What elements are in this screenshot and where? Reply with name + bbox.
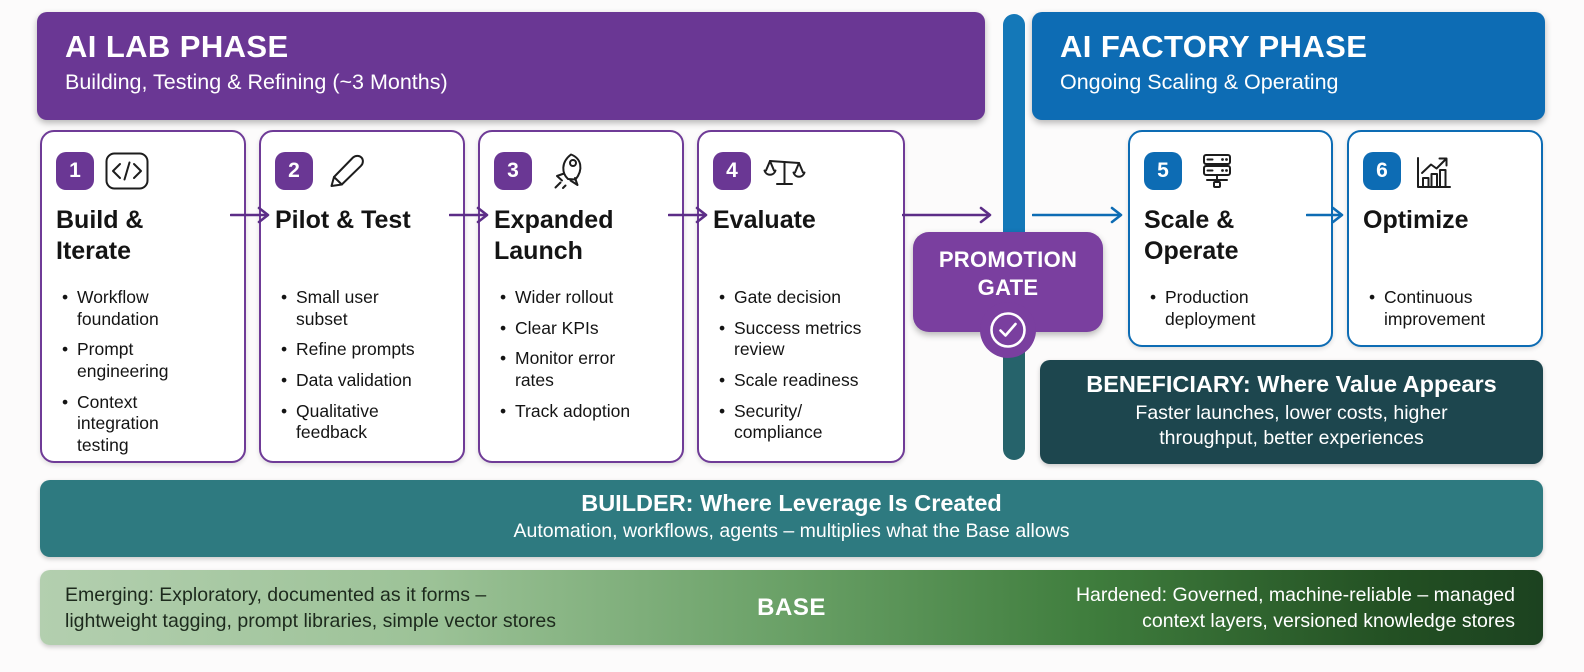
step-bullets: Wider rollout Clear KPIs Monitor error r… — [494, 287, 668, 422]
step-bullets: Small user subset Refine prompts Data va… — [275, 287, 449, 444]
beneficiary-panel: BENEFICIARY: Where Value Appears Faster … — [1040, 360, 1543, 464]
step-card-optimize: 6 Optimize Continuous improvement — [1347, 130, 1543, 347]
step-bullets: Gate decision Success metrics review Sca… — [713, 287, 889, 444]
badge-row: 3 — [494, 147, 668, 195]
factory-phase-header: AI FACTORY PHASE Ongoing Scaling & Opera… — [1032, 12, 1545, 120]
step-card-build-iterate: 1 Build & Iterate Workflow foundation Pr… — [40, 130, 246, 463]
bullet-item: Production deployment — [1150, 287, 1317, 330]
step-title: Expanded Launch — [494, 206, 614, 265]
flow-arrow-icon — [668, 206, 708, 224]
check-circle-icon — [980, 302, 1036, 358]
beneficiary-subtitle: Faster launches, lower costs, higher thr… — [1135, 402, 1448, 450]
step-number-badge: 6 — [1363, 152, 1401, 190]
step-title: Pilot & Test — [275, 206, 411, 234]
bullet-item: Security/ compliance — [719, 401, 889, 444]
builder-banner: BUILDER: Where Leverage Is Created Autom… — [40, 480, 1543, 557]
step-card-scale-operate: 5 Scale & Operate Production deployment — [1128, 130, 1333, 347]
factory-phase-title: AI FACTORY PHASE — [1060, 29, 1368, 64]
base-hardened-text: Hardened: Governed, machine-reliable – m… — [1075, 584, 1515, 632]
rocket-icon — [543, 149, 589, 193]
builder-title: BUILDER: Where Leverage Is Created — [581, 490, 1002, 516]
badge-row: 2 — [275, 147, 449, 195]
bullet-item: Success metrics review — [719, 318, 889, 361]
chart-up-icon — [1412, 151, 1456, 191]
lab-phase-title: AI LAB PHASE — [65, 29, 289, 64]
flow-arrow-icon — [1032, 206, 1123, 224]
step-title: Optimize — [1363, 206, 1469, 234]
bullet-item: Qualitative feedback — [281, 401, 449, 444]
lab-phase-header: AI LAB PHASE Building, Testing & Refinin… — [37, 12, 985, 120]
step-number-badge: 1 — [56, 152, 94, 190]
bullet-item: Small user subset — [281, 287, 449, 330]
flow-arrow-icon — [230, 206, 270, 224]
step-card-pilot-test: 2 Pilot & Test Small user subset Refine … — [259, 130, 465, 463]
step-title: Evaluate — [713, 206, 816, 234]
bullet-item: Wider rollout — [500, 287, 668, 309]
factory-phase-subtitle: Ongoing Scaling & Operating — [1060, 69, 1339, 94]
pencil-icon — [324, 151, 366, 191]
bullet-item: Data validation — [281, 370, 449, 392]
bullet-item: Continuous improvement — [1369, 287, 1527, 330]
base-label: BASE — [757, 593, 826, 621]
base-banner: Emerging: Exploratory, documented as it … — [40, 570, 1543, 645]
step-bullets: Continuous improvement — [1363, 287, 1527, 330]
step-title: Build & Iterate — [56, 206, 144, 265]
bullet-item: Workflow foundation — [62, 287, 230, 330]
bullet-item: Clear KPIs — [500, 318, 668, 340]
bullet-item: Context integration testing — [62, 392, 230, 457]
promotion-gate-badge: PROMOTION GATE — [913, 232, 1103, 358]
badge-row: 6 — [1363, 147, 1527, 195]
flow-arrow-icon — [902, 206, 992, 224]
step-number-badge: 4 — [713, 152, 751, 190]
step-number-badge: 5 — [1144, 152, 1182, 190]
step-number-badge: 3 — [494, 152, 532, 190]
bullet-item: Track adoption — [500, 401, 668, 423]
step-title: Scale & Operate — [1144, 206, 1239, 265]
base-emerging-text: Emerging: Exploratory, documented as it … — [65, 584, 556, 632]
beneficiary-title: BENEFICIARY: Where Value Appears — [1086, 371, 1497, 397]
step-card-evaluate: 4 Evaluate Gate decision Success metrics… — [697, 130, 905, 463]
bullet-item: Monitor error rates — [500, 348, 668, 391]
step-number-badge: 2 — [275, 152, 313, 190]
bullet-item: Refine prompts — [281, 339, 449, 361]
promotion-gate-label: PROMOTION GATE — [938, 247, 1078, 300]
builder-subtitle: Automation, workflows, agents – multipli… — [513, 520, 1070, 542]
badge-row: 4 — [713, 147, 889, 195]
code-icon — [105, 152, 149, 190]
scales-icon — [762, 152, 808, 190]
bullet-item: Scale readiness — [719, 370, 889, 392]
step-bullets: Production deployment — [1144, 287, 1317, 330]
flow-arrow-icon — [1306, 206, 1344, 224]
step-card-expanded-launch: 3 Expanded Launch Wider rollout Clear KP… — [478, 130, 684, 463]
badge-row: 5 — [1144, 147, 1317, 195]
bullet-item: Prompt engineering — [62, 339, 230, 382]
step-bullets: Workflow foundation Prompt engineering C… — [56, 287, 230, 457]
server-icon — [1193, 152, 1239, 190]
bullet-item: Gate decision — [719, 287, 889, 309]
lab-phase-subtitle: Building, Testing & Refining (~3 Months) — [65, 69, 448, 94]
badge-row: 1 — [56, 147, 230, 195]
flow-arrow-icon — [449, 206, 489, 224]
